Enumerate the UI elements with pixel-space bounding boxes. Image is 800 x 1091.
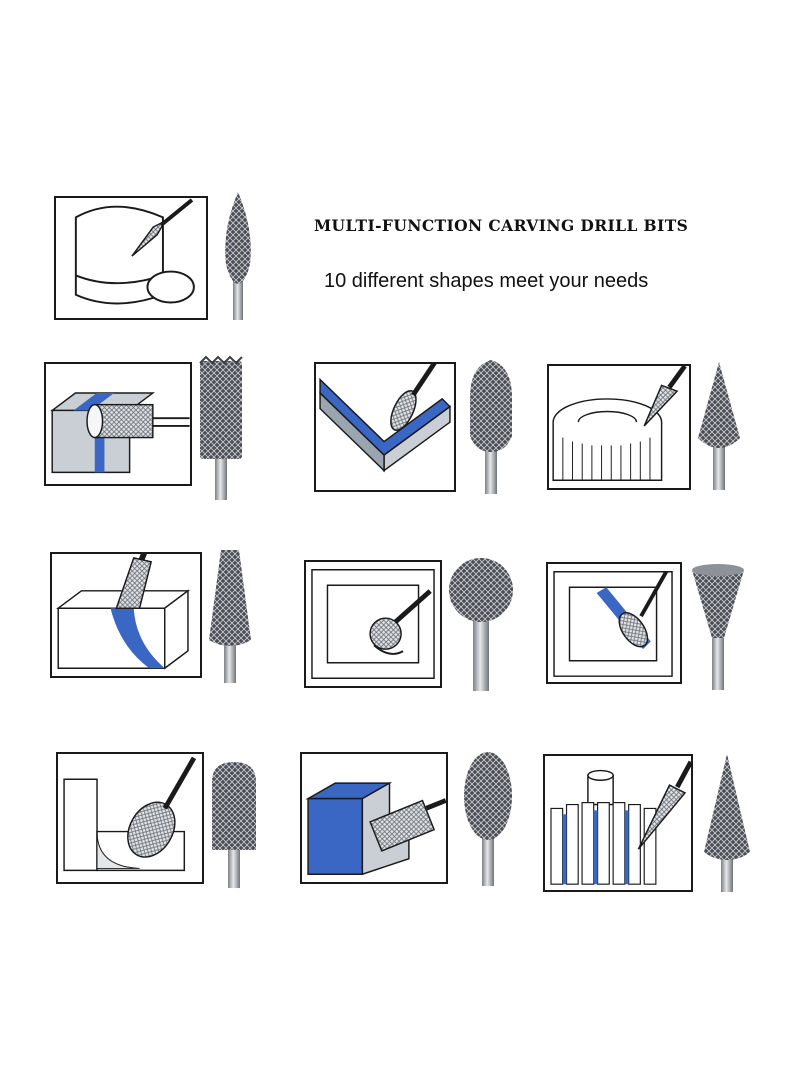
illustration-groove-block bbox=[50, 552, 202, 678]
illustration-v-channel bbox=[314, 362, 456, 492]
illustration-t-slot-block bbox=[300, 752, 448, 884]
oval-bit-icon bbox=[460, 748, 516, 886]
pointed-cone-bit-icon bbox=[694, 360, 744, 490]
cylinder-bit-icon bbox=[196, 355, 246, 500]
illustration-gear bbox=[547, 364, 691, 490]
illustration-slot-block bbox=[44, 362, 192, 486]
flame-bit-icon bbox=[218, 190, 258, 322]
cone-bit-icon bbox=[700, 752, 754, 892]
illustration-corner-frame bbox=[304, 560, 442, 688]
taper-bit-icon bbox=[205, 548, 255, 683]
illustration-spur-gear bbox=[543, 754, 693, 892]
illustration-hammer-head bbox=[54, 196, 208, 320]
heading-subtitle: 10 different shapes meet your needs bbox=[324, 270, 649, 292]
ball-nose-cylinder-bit-icon bbox=[208, 758, 260, 888]
ball-bit-icon bbox=[446, 556, 516, 691]
illustration-dovetail-frame bbox=[546, 562, 682, 684]
illustration-fillet-block bbox=[56, 752, 204, 884]
inverted-cone-bit-icon bbox=[688, 560, 748, 690]
tree-bit-icon bbox=[466, 358, 516, 494]
heading-title: MULTI-FUNCTION CARVING DRILL BITS bbox=[314, 216, 689, 235]
